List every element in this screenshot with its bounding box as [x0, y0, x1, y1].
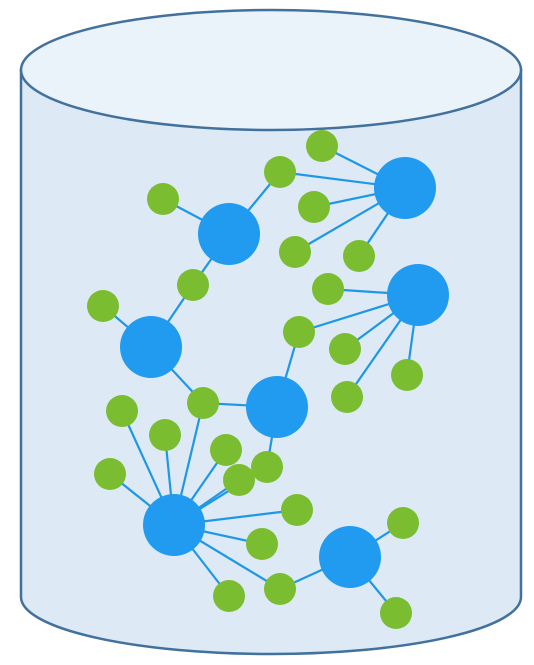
leaf-node — [281, 494, 313, 526]
leaf-node — [283, 316, 315, 348]
leaf-node — [380, 597, 412, 629]
hub-node — [246, 376, 308, 438]
leaf-node — [147, 183, 179, 215]
leaf-node — [187, 387, 219, 419]
hub-node — [374, 157, 436, 219]
leaf-node — [312, 273, 344, 305]
graph-nodes — [87, 130, 449, 629]
leaf-node — [331, 381, 363, 413]
leaf-node — [223, 464, 255, 496]
leaf-node — [298, 191, 330, 223]
hub-node — [143, 494, 205, 556]
leaf-node — [87, 290, 119, 322]
leaf-node — [149, 419, 181, 451]
hub-node — [319, 526, 381, 588]
leaf-node — [343, 240, 375, 272]
leaf-node — [264, 573, 296, 605]
hub-node — [387, 264, 449, 326]
leaf-node — [106, 395, 138, 427]
leaf-node — [264, 156, 296, 188]
hub-node — [120, 316, 182, 378]
cylinder-top — [19, 8, 523, 132]
leaf-node — [94, 458, 126, 490]
leaf-node — [246, 528, 278, 560]
leaf-node — [213, 580, 245, 612]
leaf-node — [306, 130, 338, 162]
leaf-node — [391, 359, 423, 391]
leaf-node — [210, 434, 242, 466]
leaf-node — [251, 451, 283, 483]
cylinder-body — [19, 68, 523, 656]
hub-node — [198, 203, 260, 265]
leaf-node — [329, 333, 361, 365]
database-cylinder — [19, 8, 523, 656]
leaf-node — [387, 507, 419, 539]
leaf-node — [279, 236, 311, 268]
leaf-node — [177, 269, 209, 301]
